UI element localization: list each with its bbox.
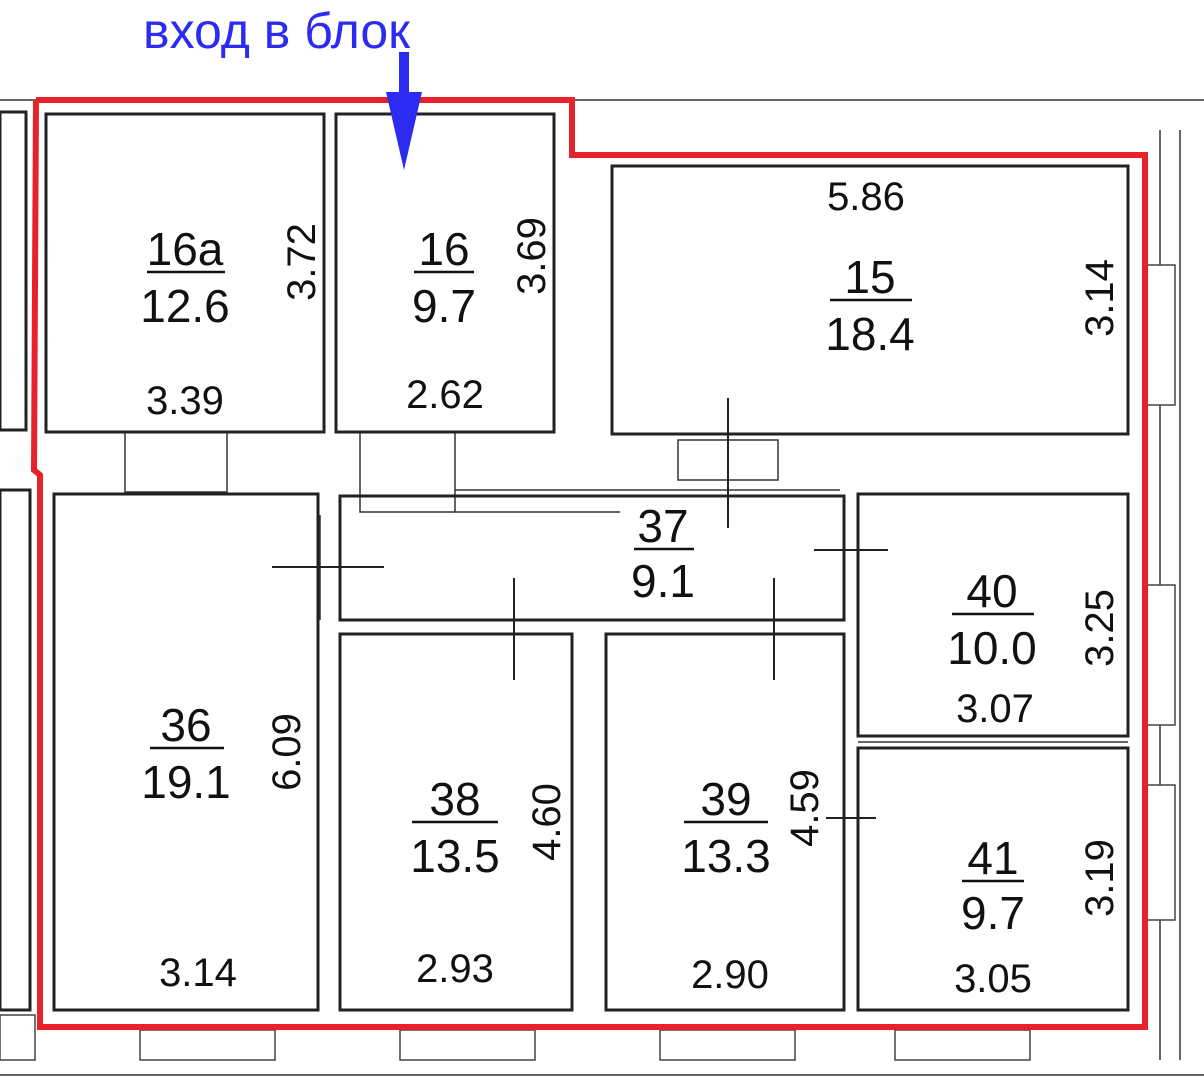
room-16-outline [334, 112, 556, 434]
room-37-outline [338, 494, 846, 622]
room-width: 2.93 [416, 947, 494, 991]
room-width: 3.39 [146, 379, 224, 423]
room-area: 10.0 [947, 622, 1037, 674]
room-length: 4.60 [525, 783, 569, 861]
room-outlines [44, 112, 1130, 1012]
room-area: 18.4 [825, 308, 915, 360]
room-number: 37 [637, 500, 688, 552]
room-area: 9.7 [961, 887, 1025, 939]
room-16: 16 9.7 2.62 3.69 [406, 217, 554, 417]
door-marks [272, 398, 888, 819]
room-40-outline [856, 492, 1130, 738]
room-number: 38 [429, 773, 480, 825]
room-38: 38 13.5 2.93 4.60 [410, 773, 569, 991]
room-width: 3.05 [954, 957, 1032, 1001]
room-37: 37 9.1 [631, 500, 695, 607]
room-width: 2.62 [406, 373, 484, 417]
room-area: 9.7 [412, 280, 476, 332]
block-boundary [30, 97, 1148, 1030]
room-41-outline [856, 746, 1130, 1012]
room-number: 39 [700, 773, 751, 825]
room-36: 36 19.1 3.14 6.09 [141, 699, 309, 995]
room-16a: 16а 12.6 3.39 3.72 [140, 223, 324, 423]
window [894, 1029, 1031, 1061]
window [1144, 584, 1176, 726]
room-length: 3.14 [1078, 259, 1122, 337]
room-39: 39 13.3 2.90 4.59 [681, 769, 827, 997]
room-15-outline [610, 164, 1130, 436]
room-number: 41 [967, 832, 1018, 884]
room-40: 40 10.0 3.07 3.25 [947, 565, 1122, 731]
room-number: 40 [966, 565, 1017, 617]
room-width: 5.86 [827, 175, 905, 219]
room-number: 36 [160, 699, 211, 751]
room-length: 6.09 [265, 713, 309, 791]
room-36-outline [52, 492, 320, 1012]
room-15: 5.86 15 18.4 3.14 [825, 175, 1122, 360]
room-width: 3.07 [956, 687, 1034, 731]
room-length: 3.72 [280, 223, 324, 301]
room-width: 3.14 [159, 951, 237, 995]
window [139, 1029, 276, 1061]
room-area: 13.5 [410, 830, 500, 882]
room-area: 13.3 [681, 830, 771, 882]
room-length: 3.25 [1078, 589, 1122, 667]
window [1144, 784, 1176, 921]
room-39-outline [604, 632, 846, 1012]
room-number: 16 [418, 223, 469, 275]
room-area: 12.6 [140, 280, 230, 332]
room-number: 16а [147, 223, 224, 275]
entry-marker: вход в блок [143, 3, 422, 170]
window [659, 1029, 796, 1061]
room-number: 15 [844, 251, 895, 303]
windows [0, 264, 1176, 1061]
room-38-outline [338, 632, 574, 1012]
room-41: 41 9.7 3.05 3.19 [954, 832, 1122, 1001]
down-arrow-icon [386, 52, 422, 170]
room-length: 3.19 [1078, 839, 1122, 917]
room-length: 3.69 [510, 217, 554, 295]
room-width: 2.90 [691, 953, 769, 997]
room-area: 9.1 [631, 555, 695, 607]
entry-label: вход в блок [143, 3, 411, 59]
window [399, 1029, 536, 1061]
room-length: 4.59 [783, 769, 827, 847]
room-16a-outline [44, 112, 326, 434]
window [0, 1014, 36, 1061]
room-area: 19.1 [141, 756, 231, 808]
window [1144, 264, 1176, 406]
